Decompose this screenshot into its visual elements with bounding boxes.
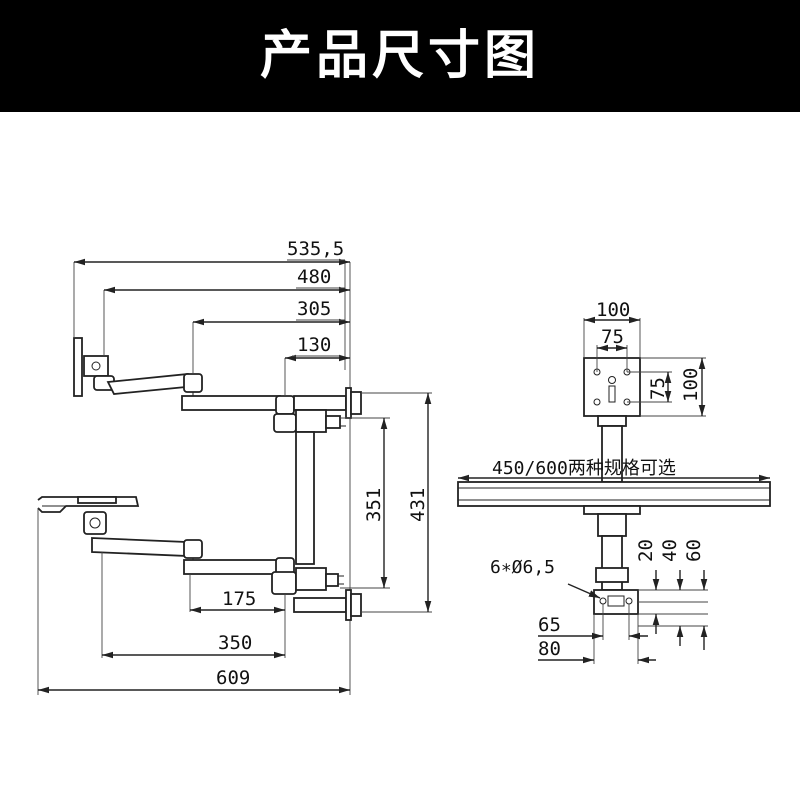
- vesa-plate: [583, 357, 641, 417]
- dim-609: 609: [216, 667, 250, 689]
- dim-480: 480: [297, 266, 331, 288]
- vesa-inner-v: 75: [647, 377, 669, 400]
- vesa-inner-h: 75: [601, 326, 624, 348]
- top-arm-inner: [181, 395, 281, 411]
- dim-60: 60: [683, 539, 705, 562]
- bottom-joint-1: [183, 539, 203, 559]
- holes-note: 6∗Ø6,5: [490, 557, 555, 578]
- desk-size-note: 450/600两种规格可选: [492, 458, 676, 479]
- desk-board: [457, 481, 771, 507]
- page-title: 产品尺寸图: [259, 26, 540, 86]
- dim-431: 431: [407, 488, 429, 522]
- side-view: 535,5 480 305 130 351 431 175 350 609: [37, 238, 432, 695]
- dim-80: 80: [538, 638, 561, 660]
- bottom-arm-outer: [91, 537, 190, 557]
- bottom-arm-inner: [183, 559, 281, 575]
- top-monitor-plate: [73, 337, 83, 397]
- front-view: 100 75 100 75 450/600两种规格可选 6∗Ø6,5: [457, 299, 771, 664]
- dim-65: 65: [538, 614, 561, 636]
- dim-130: 130: [297, 334, 331, 356]
- top-arm-outer: [106, 373, 198, 395]
- dim-20: 20: [635, 539, 657, 562]
- dim-40: 40: [659, 539, 681, 562]
- vesa-outer-v: 100: [680, 368, 702, 402]
- top-joint-2: [275, 395, 295, 415]
- title-banner: 产品尺寸图: [0, 0, 800, 112]
- dim-535-5: 535,5: [287, 238, 344, 260]
- dim-351: 351: [363, 488, 385, 522]
- vesa-outer-h: 100: [596, 299, 630, 321]
- pole: [295, 431, 315, 565]
- dim-175: 175: [222, 588, 256, 610]
- clamp-base-plate: [593, 589, 639, 615]
- top-tilt-head: [83, 355, 109, 377]
- dim-350: 350: [218, 632, 252, 654]
- top-joint-1: [183, 373, 203, 393]
- bottom-tilt-head: [83, 511, 107, 535]
- dim-305: 305: [297, 298, 331, 320]
